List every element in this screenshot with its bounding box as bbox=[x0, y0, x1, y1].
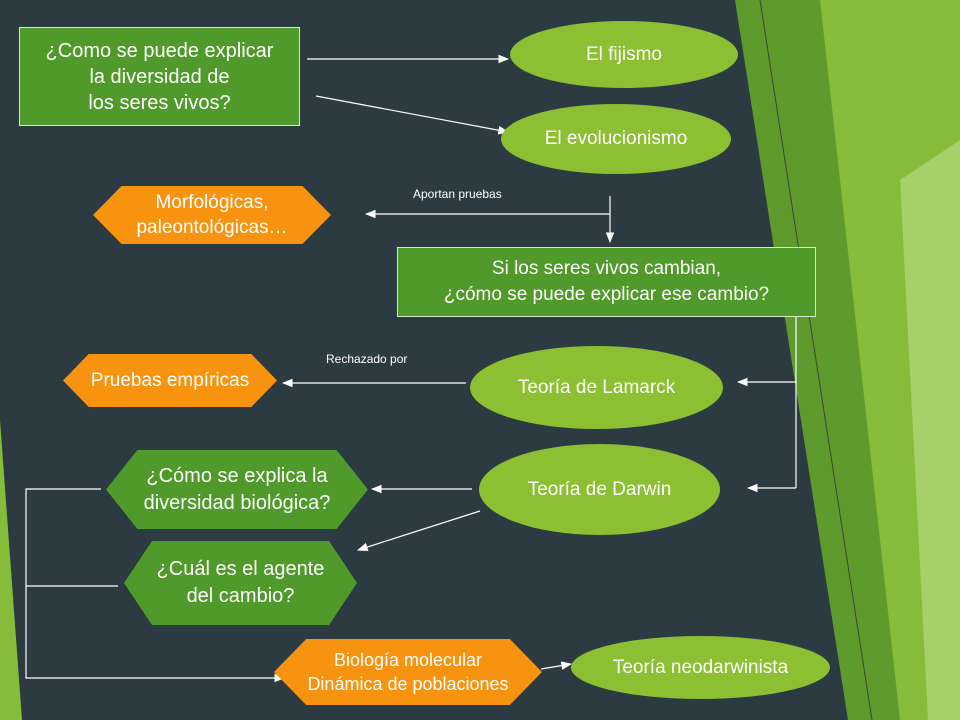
question-diversity-box: ¿Como se puede explicar la diversidad de… bbox=[19, 27, 300, 126]
pruebas-empiricas-octagon: Pruebas empíricas bbox=[63, 354, 277, 407]
morfologicas-octagon: Morfológicas, paleontológicas… bbox=[93, 186, 331, 244]
aportan-pruebas-label: Aportan pruebas bbox=[413, 187, 502, 201]
darwin-ellipse: Teoría de Darwin bbox=[479, 444, 720, 535]
arrow-darwin-to-agent bbox=[356, 510, 481, 552]
lamarck-ellipse: Teoría de Lamarck bbox=[470, 346, 723, 429]
bracket-questions-to-molecular bbox=[25, 488, 286, 683]
arrow-molecular-to-neodarwinista bbox=[540, 661, 573, 670]
fijismo-ellipse: El fijismo bbox=[510, 21, 738, 88]
right-green-stripe-pale bbox=[900, 140, 960, 720]
decor-line bbox=[759, 0, 873, 720]
question-biodiversity-octagon: ¿Cómo se explica la diversidad biológica… bbox=[106, 450, 368, 529]
question-agent-octagon: ¿Cuál es el agente del cambio? bbox=[124, 541, 357, 625]
neodarwinista-ellipse: Teoría neodarwinista bbox=[571, 636, 830, 699]
rechazado-por-label: Rechazado por bbox=[326, 352, 408, 366]
question-change-box: Si los seres vivos cambian, ¿cómo se pue… bbox=[397, 247, 816, 317]
biologia-molecular-octagon: Biología molecular Dinámica de poblacion… bbox=[274, 639, 542, 705]
arrow-question-to-evolucionismo bbox=[315, 95, 510, 135]
left-green-stripe bbox=[0, 420, 22, 720]
evolucionismo-ellipse: El evolucionismo bbox=[501, 104, 731, 174]
